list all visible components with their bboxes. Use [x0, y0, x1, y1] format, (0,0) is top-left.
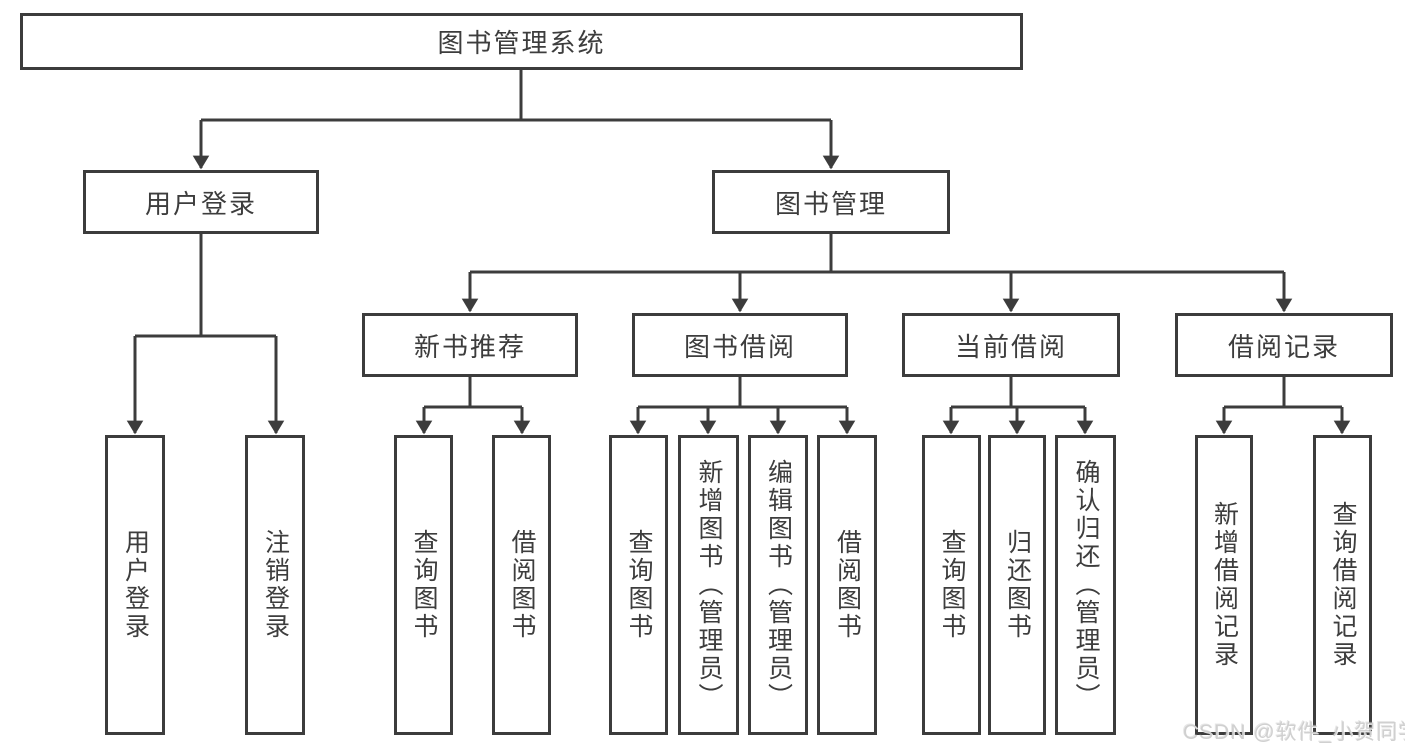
leaf-query-books-borrow: 查询图书: [609, 435, 668, 735]
leaf-query-books-current: 查询图书: [922, 435, 981, 735]
node-label: 查询图书: [625, 529, 653, 641]
node-label: 图书管理系统: [437, 28, 606, 58]
node-label: 新书推荐: [413, 331, 526, 362]
leaf-query-borrow-record: 查询借阅记录: [1313, 435, 1372, 735]
node-borrow-records: 借阅记录: [1175, 313, 1393, 377]
node-label: 用户登录: [121, 529, 150, 641]
node-root-library-system: 图书管理系统: [20, 13, 1023, 70]
leaf-edit-books-admin: 编辑图书（管理员）: [748, 435, 808, 735]
node-label: 图书管理: [774, 188, 887, 219]
node-current-borrow: 当前借阅: [902, 313, 1120, 377]
leaf-borrow-books: 借阅图书: [817, 435, 877, 735]
node-label: 编辑图书（管理员）: [764, 459, 793, 711]
node-label: 当前借阅: [954, 331, 1067, 362]
node-label: 借阅图书: [508, 529, 536, 641]
node-label: 归还图书: [1003, 529, 1032, 641]
leaf-logout: 注销登录: [245, 435, 305, 735]
node-label: 新增图书（管理员）: [695, 459, 723, 711]
leaf-query-books-recommend: 查询图书: [394, 435, 453, 735]
node-book-management: 图书管理: [712, 170, 950, 234]
node-label: 查询图书: [410, 529, 438, 641]
node-label: 借阅记录: [1227, 331, 1340, 362]
node-label: 新增借阅记录: [1210, 501, 1239, 669]
leaf-add-books-admin: 新增图书（管理员）: [678, 435, 739, 735]
leaf-confirm-return-admin: 确认归还（管理员）: [1055, 435, 1116, 735]
node-label: 用户登录: [144, 188, 257, 219]
leaf-user-login: 用户登录: [105, 435, 165, 735]
node-label: 查询借阅记录: [1329, 501, 1357, 669]
leaf-return-books: 归还图书: [988, 435, 1046, 735]
node-new-book-recommend: 新书推荐: [362, 313, 578, 377]
node-label: 图书借阅: [683, 331, 796, 362]
leaf-borrow-books-recommend: 借阅图书: [492, 435, 551, 735]
leaf-add-borrow-record: 新增借阅记录: [1195, 435, 1253, 735]
node-label: 注销登录: [261, 529, 290, 641]
node-label: 查询图书: [938, 529, 966, 641]
node-book-borrow: 图书借阅: [632, 313, 848, 377]
node-label: 确认归还（管理员）: [1072, 459, 1100, 711]
node-label: 借阅图书: [833, 529, 862, 641]
watermark: CSDN @软件_小贺同学: [1183, 721, 1405, 744]
node-user-login: 用户登录: [83, 170, 319, 234]
